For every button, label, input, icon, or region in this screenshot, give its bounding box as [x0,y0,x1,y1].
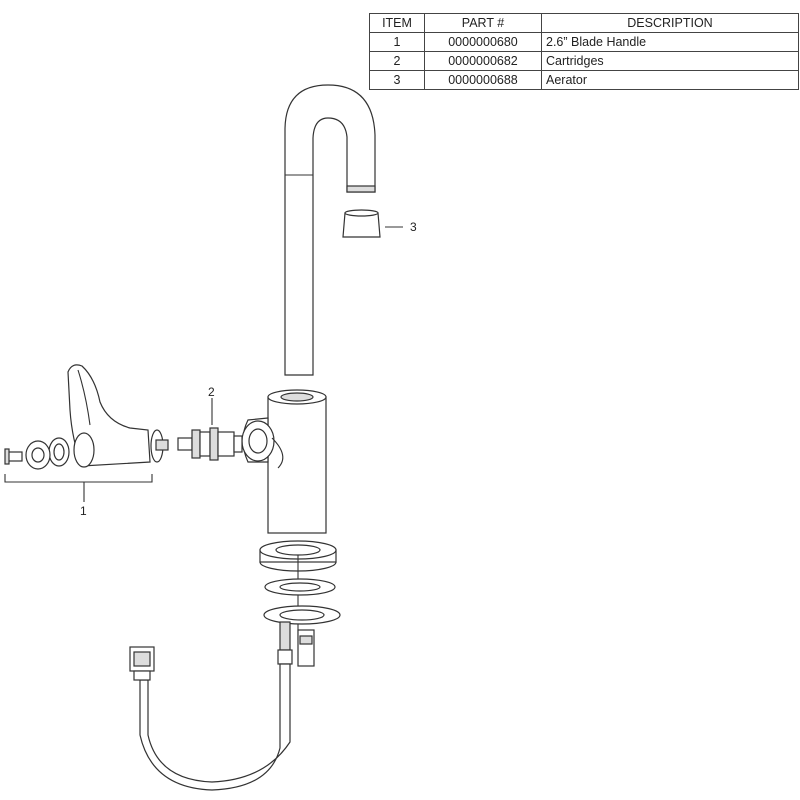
handle-screw [4,448,23,465]
slotted-washer-lower [263,605,341,625]
handle-cap [25,440,51,470]
parts-table: ITEM PART # DESCRIPTION 1 0000000680 2.6… [369,13,799,90]
mounting-nut [297,629,315,667]
table-row: 3 0000000688 Aerator [369,70,799,90]
slotted-washer-upper [264,578,336,596]
row-part-number: 0000000688 [424,70,542,90]
callout-2: 2 [208,385,215,399]
aerator-part [342,209,381,238]
table-row: 2 0000000682 Cartridges [369,51,799,71]
row-description: Cartridges [541,51,799,71]
supply-line [129,621,293,791]
handle-washer [48,437,70,467]
callout-1: 1 [80,504,87,518]
faucet-body [241,389,327,534]
handle-bracket [4,474,153,483]
callout-3: 3 [410,220,417,234]
gooseneck-spout [284,84,376,376]
cartridge-part [177,427,243,461]
blade-handle-part [67,364,169,468]
row-description: Aerator [541,70,799,90]
